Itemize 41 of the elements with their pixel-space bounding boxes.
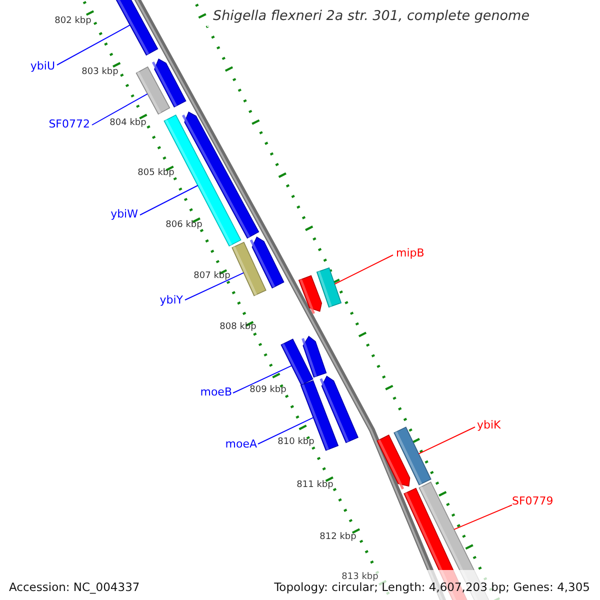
- gene-label: mipB: [396, 246, 424, 260]
- gene-block: [316, 267, 342, 308]
- gene-block: [302, 336, 327, 378]
- gene-label: SF0772: [48, 118, 90, 130]
- scale-label: 805 kbp: [138, 168, 174, 178]
- gene-block: [394, 426, 432, 486]
- genome-summary: Topology: circular; Length: 4,607,203 bp; Genes: 4,305: [274, 580, 590, 594]
- scale-label: 806 kbp: [166, 220, 202, 230]
- scale-label: 803 kbp: [82, 67, 118, 77]
- scale-label: 804 kbp: [110, 118, 146, 128]
- scale-label: 809 kbp: [250, 385, 286, 395]
- scale-label: 808 kbp: [220, 322, 256, 332]
- gene-label: moeA: [225, 438, 257, 450]
- gene-label: ybiW: [110, 208, 138, 220]
- gene-label: ybiY: [160, 294, 183, 306]
- leader-line: [140, 185, 198, 216]
- scale-label: 810 kbp: [278, 437, 314, 447]
- gene-label: SF0779: [512, 494, 554, 508]
- scale-label: 812 kbp: [320, 532, 356, 542]
- leader-line: [56, 24, 130, 66]
- accession-text: Accession: NC_004337: [9, 580, 140, 594]
- gene-label: ybiU: [30, 60, 55, 72]
- scale-label: 802 kbp: [54, 16, 92, 26]
- scale-label: 811 kbp: [296, 480, 334, 490]
- gene-label: moeB: [200, 386, 232, 398]
- leader-line: [258, 417, 314, 444]
- gene-block: [300, 380, 339, 451]
- gene-block: [232, 242, 266, 296]
- scale-label: 807 kbp: [194, 271, 230, 281]
- gene-block: [298, 275, 322, 314]
- leader-line: [184, 272, 244, 300]
- gene-block: [182, 112, 260, 239]
- scale-label: 813 kbp: [342, 572, 378, 582]
- leader-line: [418, 426, 476, 454]
- leader-line: [334, 254, 394, 285]
- gene-block: [136, 66, 170, 115]
- leader-line: [232, 365, 292, 394]
- leader-line: [92, 93, 148, 126]
- gene-label: ybiK: [477, 418, 501, 432]
- leader-line: [454, 504, 512, 530]
- gene-block: [114, 0, 158, 56]
